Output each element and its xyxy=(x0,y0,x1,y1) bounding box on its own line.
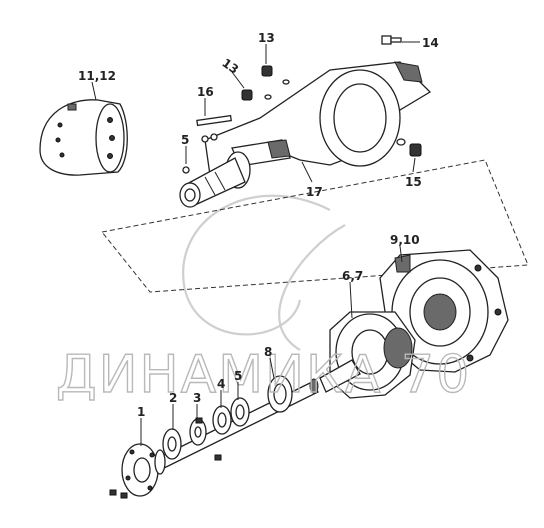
callout-16: 16 xyxy=(197,85,214,99)
callout-5-lower: 5 xyxy=(234,369,242,383)
bearing-part-4 xyxy=(212,405,232,435)
callout-4: 4 xyxy=(217,377,225,391)
plug-part-15 xyxy=(396,138,422,157)
callout-14: 14 xyxy=(422,36,439,50)
watermark-text: ДИНАМИКА 70 xyxy=(56,345,471,405)
background-swoosh xyxy=(182,194,346,351)
callout-15: 15 xyxy=(405,175,422,189)
seal-part-2 xyxy=(162,428,182,460)
axle-housing-part xyxy=(179,61,432,208)
callout-17: 17 xyxy=(306,185,323,199)
leader-lines xyxy=(91,41,420,446)
spacer-part-5 xyxy=(230,397,250,427)
callout-13-left: 13 xyxy=(219,56,241,77)
pinion-housing-part xyxy=(319,311,416,399)
pin-part xyxy=(182,114,232,174)
callout-6-7: 6,7 xyxy=(342,269,363,283)
flange-part-1 xyxy=(109,443,166,499)
dashed-reference-plane xyxy=(101,159,529,293)
callout-13-top: 13 xyxy=(258,31,275,45)
callout-8: 8 xyxy=(264,345,272,359)
callout-5-upper: 5 xyxy=(181,133,189,147)
ring-part-8 xyxy=(267,375,293,413)
nut-part-13 xyxy=(241,65,290,101)
callout-2: 2 xyxy=(169,391,177,405)
callout-11-12: 11,12 xyxy=(78,69,116,83)
callout-3: 3 xyxy=(193,391,201,405)
washer-part-3 xyxy=(189,417,222,461)
callout-1: 1 xyxy=(137,405,145,419)
callout-9-10: 9,10 xyxy=(390,233,420,247)
bolt-part-14 xyxy=(381,35,402,45)
callout-labels: 1 2 3 4 5 8 6,7 9,10 11,12 13 13 14 15 1… xyxy=(78,31,439,419)
brake-cover-part xyxy=(39,99,128,176)
